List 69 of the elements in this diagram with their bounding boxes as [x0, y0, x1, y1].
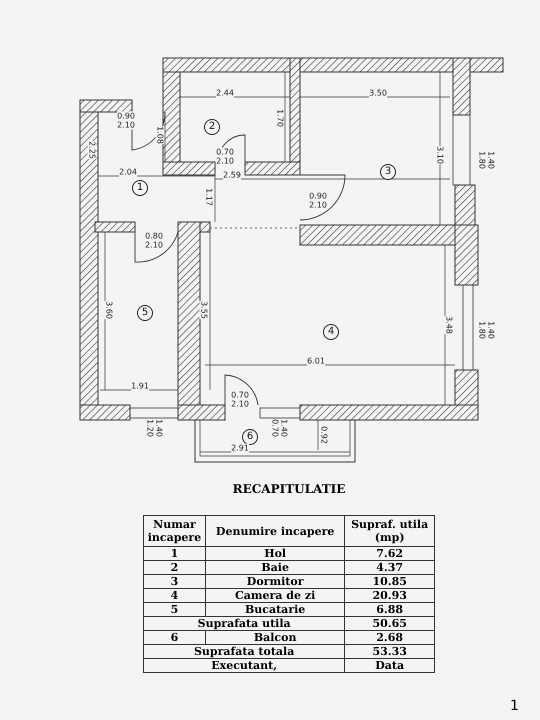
door-size-label: 0.90 — [309, 192, 327, 200]
room-number: 6 — [242, 429, 258, 445]
window-size-label: 1.80 — [478, 321, 486, 339]
page-number: 1 — [510, 698, 519, 714]
dimension-label: 1.17 — [204, 188, 214, 206]
table-cell: Baie — [205, 560, 345, 574]
table-cell: Camera de zi — [205, 588, 345, 602]
window-size-label: 1.40 — [486, 151, 496, 169]
table-title: RECAPITULATIE — [232, 482, 346, 496]
dimension-label: 2.44 — [216, 88, 234, 98]
table-cell: 7.62 — [344, 546, 434, 560]
dimension-label: 2.59 — [223, 170, 241, 180]
door-size-label: 0.70 — [216, 148, 234, 156]
door-size-label: 2.10 — [231, 400, 249, 408]
dimension-label: 2.91 — [231, 444, 249, 452]
room-number: 1 — [132, 180, 148, 196]
dimension-label: 2.04 — [119, 168, 137, 176]
table-cell: 5 — [144, 602, 206, 616]
table-cell: 1 — [144, 546, 206, 560]
window-size-label: 1.40 — [154, 419, 164, 437]
table-cell: Executant, — [144, 658, 345, 672]
door-size-label: 2.10 — [309, 200, 327, 210]
table-cell: 6 — [144, 630, 206, 644]
dimension-label: 1.70 — [276, 109, 284, 127]
table-cell: 3 — [144, 574, 206, 588]
window-size-label: 1.80 — [478, 151, 486, 169]
door-size-label: 0.80 — [145, 232, 163, 240]
door-size-label: 2.10 — [145, 240, 163, 250]
dimension-label: 3.55 — [200, 301, 208, 319]
table-header-cell: Numar incapere — [144, 516, 206, 546]
door-size-label: 0.90 — [117, 112, 135, 120]
room-number: 2 — [204, 119, 220, 135]
dimension-label: 1.08 — [156, 126, 164, 144]
table-cell: Dormitor — [205, 574, 345, 588]
door-size-label: 2.10 — [216, 156, 234, 166]
table-cell: Bucatarie — [205, 602, 345, 616]
table-cell: 4.37 — [344, 560, 434, 574]
table-cell: Suprafata utila — [144, 616, 345, 630]
table-cell: Data — [344, 658, 434, 672]
room-number: 5 — [137, 305, 153, 321]
dimension-label: 3.60 — [104, 301, 114, 319]
table-cell: Balcon — [205, 630, 345, 644]
table-cell: Hol — [205, 546, 345, 560]
room-number: 3 — [380, 164, 396, 180]
table-cell: 2.68 — [344, 630, 434, 644]
dimension-label: 1.91 — [131, 382, 149, 390]
room-number: 4 — [323, 324, 339, 340]
dimension-label: 0.92 — [320, 426, 328, 444]
dimension-label: 3.48 — [444, 316, 454, 334]
table-cell: 6.88 — [344, 602, 434, 616]
dimension-label: 3.10 — [436, 146, 444, 164]
door-size-label: 2.10 — [117, 120, 135, 130]
table-cell: 50.65 — [344, 616, 434, 630]
table-cell: Suprafata totala — [144, 644, 345, 658]
window-size-label: 1.40 — [486, 321, 496, 339]
window-size-label: 1.20 — [146, 419, 154, 437]
dimension-label: 3.50 — [369, 88, 387, 98]
table-header-cell: Supraf. utila (mp) — [344, 516, 434, 546]
table-cell: 4 — [144, 588, 206, 602]
table-cell: 10.85 — [344, 574, 434, 588]
window-size-label: 1.40 — [280, 419, 288, 437]
dimension-label: 2.25 — [88, 141, 96, 159]
window-size-label: 0.70 — [270, 419, 280, 437]
table-header-cell: Denumire incapere — [205, 516, 345, 546]
table-cell: 53.33 — [344, 644, 434, 658]
dimension-label: 6.01 — [307, 356, 325, 366]
door-size-label: 0.70 — [231, 390, 249, 400]
table-cell: 2 — [144, 560, 206, 574]
table-cell: 20.93 — [344, 588, 434, 602]
